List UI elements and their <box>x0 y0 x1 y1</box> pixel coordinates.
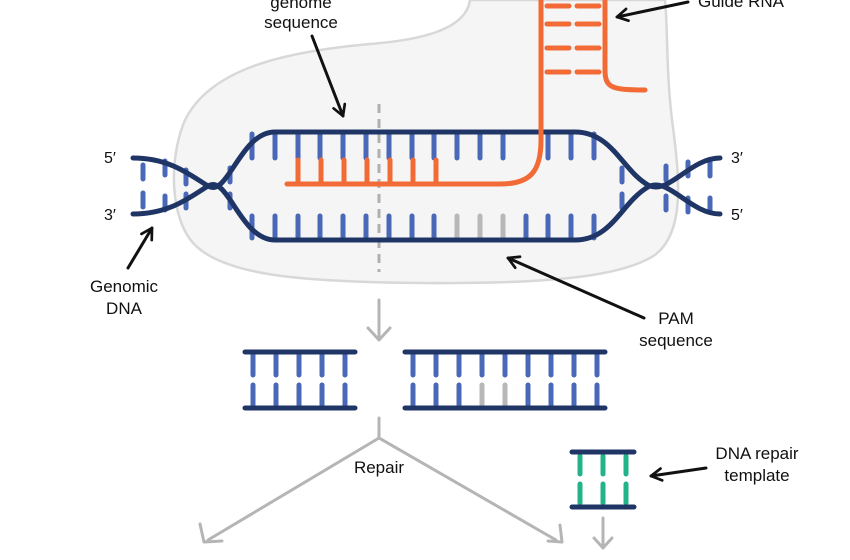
repair-label: Repair <box>353 458 405 477</box>
pam-sequence-label-line1: PAM <box>658 309 694 328</box>
genomic-dna-strands <box>130 129 723 243</box>
repair-right-arrowhead <box>546 523 564 544</box>
guide-rna-bases <box>295 3 602 187</box>
strand-end-left-bottom: 3′ <box>104 207 116 224</box>
repair-template-bases <box>577 453 629 506</box>
repair-template <box>569 449 637 510</box>
pam-sequence-label-line2: sequence <box>639 331 713 350</box>
dna-bottom-strand <box>130 182 723 243</box>
guide-rna-strand <box>284 0 544 187</box>
genomic-dna-label-line2: DNA <box>106 299 142 318</box>
repair-template-label-line1: DNA repair <box>715 444 799 463</box>
repair-template-label-line2: template <box>724 466 790 485</box>
cleaved-fragment-bases <box>250 352 600 408</box>
cleaved-fragments <box>242 349 608 411</box>
repair-split-line <box>206 416 558 542</box>
strand-end-right-bottom: 5′ <box>731 207 743 224</box>
flow-arrows <box>198 298 614 550</box>
dna-base-pairs <box>140 131 713 241</box>
strand-end-right-top: 3′ <box>731 150 743 167</box>
pam-sequence-pointer <box>506 255 646 320</box>
cleave-flow-arrow <box>366 298 392 342</box>
guide-rna <box>284 0 648 187</box>
strand-end-left-top: 5′ <box>104 150 116 167</box>
guide-rna-hairpin <box>602 0 648 93</box>
repair-left-arrowhead <box>198 522 224 544</box>
genome-sequence-pointer <box>310 34 347 118</box>
repair-template-pointer <box>649 466 708 482</box>
genomic-dna-pointer <box>126 226 154 270</box>
pointer-arrows <box>126 0 708 482</box>
genomic-dna-label-line1: Genomic <box>89 277 159 296</box>
genome-sequence-label-line1: genome <box>270 0 332 12</box>
genome-sequence-label-line2: sequence <box>264 13 338 32</box>
guide-rna-label: Guide RNA <box>698 0 784 11</box>
template-flow-arrow <box>592 516 614 550</box>
guide-rna-pointer <box>615 0 690 23</box>
